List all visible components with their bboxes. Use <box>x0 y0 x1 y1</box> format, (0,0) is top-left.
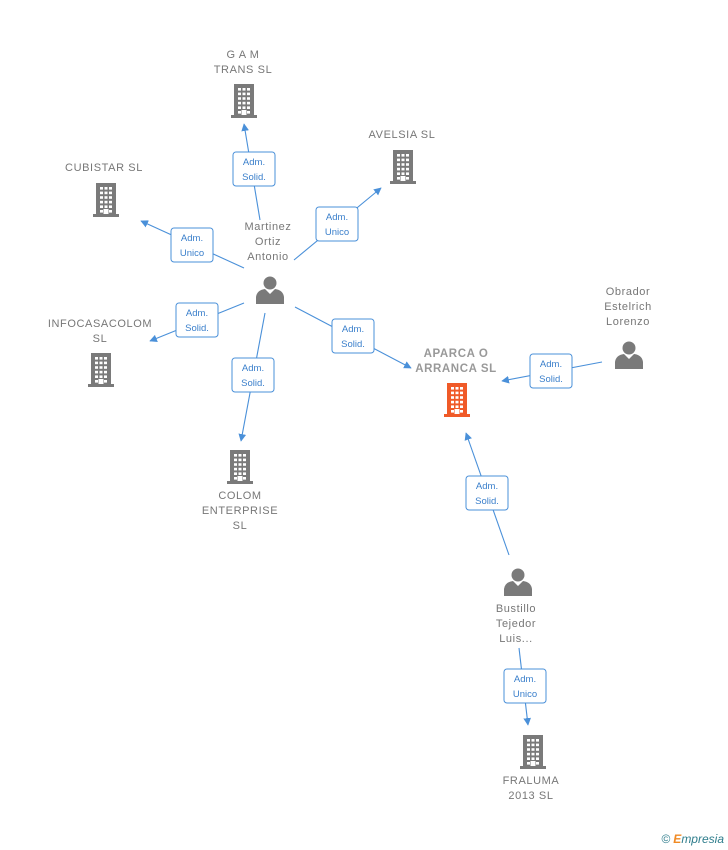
building-icon <box>520 735 546 769</box>
node-label: G A M <box>227 49 260 61</box>
role-text: Adm. <box>186 308 208 319</box>
node-label: Antonio <box>247 251 289 263</box>
node-bustillo[interactable]: BustilloTejedorLuis... <box>496 568 536 646</box>
edge-bustillo-fraluma: Adm. Unico <box>503 647 547 726</box>
role-text: Adm. <box>243 157 265 168</box>
node-label: Martinez <box>245 221 292 233</box>
role-badge[interactable]: Adm. Unico <box>503 668 547 704</box>
node-gam[interactable]: G A M TRANS SL <box>214 49 273 118</box>
node-label: AVELSIA SL <box>369 129 436 141</box>
node-label: SL <box>233 520 248 532</box>
node-avelsia[interactable]: AVELSIA SL <box>369 129 436 184</box>
node-cubistar[interactable]: CUBISTAR SL <box>65 162 143 217</box>
node-label: COLOM <box>218 490 261 502</box>
node-label: Estelrich <box>604 301 652 313</box>
building-icon <box>93 183 119 217</box>
role-text: Adm. <box>540 359 562 370</box>
role-badge[interactable]: Adm. Solid. <box>231 357 275 393</box>
role-badge-frame <box>232 151 276 187</box>
edges-layer: Adm.Solid.Adm.UnicoAdm.UnicoAdm.Solid.Ad… <box>140 123 603 726</box>
role-text: Adm. <box>514 674 536 685</box>
node-label: CUBISTAR SL <box>65 162 143 174</box>
brand-name: mpresia <box>681 832 724 846</box>
node-label: Lorenzo <box>606 316 650 328</box>
node-label: ENTERPRISE <box>202 505 278 517</box>
role-text: Adm. <box>476 481 498 492</box>
role-badge-frame <box>175 302 219 338</box>
role-text: Unico <box>325 227 349 238</box>
edge-bustillo-aparca: Adm. Solid. <box>464 432 510 556</box>
role-text: Solid. <box>185 323 209 334</box>
role-badge-frame <box>465 475 509 511</box>
role-badge-frame <box>231 357 275 393</box>
nodes-layer: G A M TRANS SL AVELSIA SL CUBISTAR SL INFOCA… <box>48 49 652 802</box>
edge-martinez-gam: Adm. Solid. <box>232 123 276 221</box>
role-text: Unico <box>513 689 537 700</box>
node-label: Tejedor <box>496 618 536 630</box>
person-icon <box>256 276 284 304</box>
node-label: Bustillo <box>496 603 536 615</box>
role-badge-frame <box>503 668 547 704</box>
edge-martinez-infocasacolom: Adm. Solid. <box>149 302 245 342</box>
building-icon <box>227 450 253 484</box>
role-badge[interactable]: Adm. Solid. <box>331 318 375 354</box>
building-icon <box>231 84 257 118</box>
edge-martinez-cubistar: Adm. Unico <box>140 220 245 269</box>
brand-initial: E <box>673 832 682 846</box>
building-icon <box>444 383 470 417</box>
edge-martinez-aparca: Adm. Solid. <box>294 306 412 369</box>
node-label: TRANS SL <box>214 64 273 76</box>
role-text: Solid. <box>242 172 266 183</box>
node-colom[interactable]: COLOM ENTERPRISE SL <box>202 450 278 532</box>
node-label: Ortiz <box>255 236 281 248</box>
role-badge[interactable]: Adm. Solid. <box>465 475 509 511</box>
role-text: Solid. <box>475 496 499 507</box>
role-text: Solid. <box>539 374 563 385</box>
node-label: 2013 SL <box>508 790 553 802</box>
role-text: Adm. <box>242 363 264 374</box>
role-badge-frame <box>315 206 359 242</box>
edge-obrador-aparca: Adm. Solid. <box>501 353 603 389</box>
building-icon <box>390 150 416 184</box>
node-infocasacolom[interactable]: INFOCASACOLOM SL <box>48 318 152 387</box>
node-fraluma[interactable]: FRALUMA 2013 SL <box>503 735 560 802</box>
node-label: SL <box>93 333 108 345</box>
role-text: Adm. <box>342 324 364 335</box>
role-badge[interactable]: Adm. Unico <box>170 227 214 263</box>
brand-credit[interactable]: ©Empresia <box>661 832 724 846</box>
role-badge[interactable]: Adm. Solid. <box>232 151 276 187</box>
person-icon <box>504 568 532 596</box>
node-label: Luis... <box>499 633 533 645</box>
node-label: APARCA O <box>424 348 489 360</box>
building-icon <box>88 353 114 387</box>
role-text: Adm. <box>326 212 348 223</box>
copyright-symbol: © <box>661 832 671 846</box>
role-badge-frame <box>529 353 573 389</box>
node-label: FRALUMA <box>503 775 560 787</box>
role-text: Unico <box>180 248 204 259</box>
role-text: Solid. <box>341 339 365 350</box>
role-badge-frame <box>331 318 375 354</box>
node-label: INFOCASACOLOM <box>48 318 152 330</box>
role-text: Solid. <box>241 378 265 389</box>
role-badge[interactable]: Adm. Solid. <box>175 302 219 338</box>
edge-martinez-colom: Adm. Solid. <box>231 312 275 442</box>
role-badge-frame <box>170 227 214 263</box>
role-text: Adm. <box>181 233 203 244</box>
node-aparca[interactable]: APARCA O ARRANCA SL <box>415 348 497 417</box>
person-icon <box>615 341 643 369</box>
role-badge[interactable]: Adm. Solid. <box>529 353 573 389</box>
edge-martinez-avelsia: Adm. Unico <box>293 187 382 261</box>
node-label: ARRANCA SL <box>415 363 497 375</box>
node-label: Obrador <box>606 286 651 298</box>
role-badge[interactable]: Adm. Unico <box>315 206 359 242</box>
